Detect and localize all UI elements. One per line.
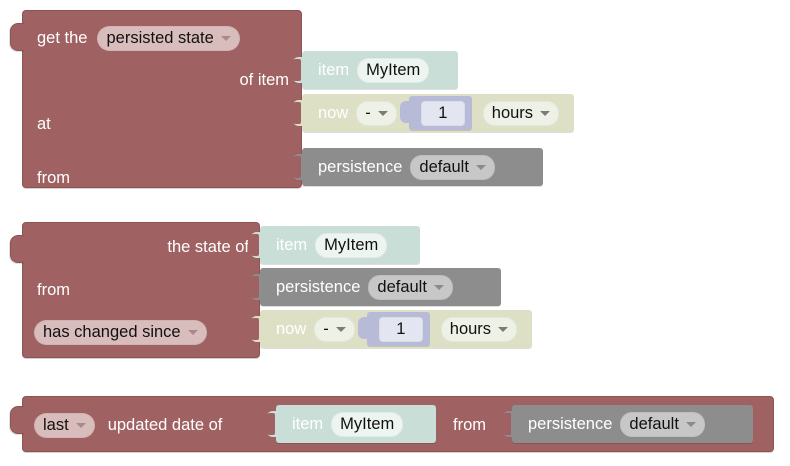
row-label: the state of <box>167 237 249 256</box>
chevron-down-icon <box>685 421 696 427</box>
dropdown-persistence[interactable]: default <box>410 154 495 180</box>
number-field[interactable]: 1 <box>378 316 423 342</box>
block-number-1[interactable]: 1 <box>398 96 472 130</box>
dropdown-last[interactable]: last <box>34 412 95 438</box>
row-from-3: from <box>453 406 486 444</box>
item-name-field[interactable]: MyItem <box>357 57 430 83</box>
block-state-changed-since[interactable]: the state of from has changed since <box>10 222 260 358</box>
row-the-state-of: the state of <box>167 228 249 266</box>
dropdown-unit[interactable]: hours <box>482 100 560 126</box>
dropdown-operator[interactable]: - <box>356 100 397 126</box>
socket-notch <box>500 413 511 435</box>
block-time-2[interactable]: now - 1 hours <box>248 310 532 348</box>
dropdown-persistence[interactable]: default <box>368 274 453 300</box>
persistence-label: persistence <box>318 157 403 176</box>
block-item-3[interactable]: item MyItem <box>264 405 436 443</box>
block-number-2[interactable]: 1 <box>356 312 430 346</box>
item-name-field[interactable]: MyItem <box>331 411 404 437</box>
item-label: item <box>276 235 308 254</box>
output-plug-icon <box>10 23 26 51</box>
dropdown-unit[interactable]: hours <box>440 316 518 342</box>
dropdown-value: hours <box>491 103 534 122</box>
chevron-down-icon <box>220 35 231 41</box>
row-label: at <box>37 114 51 133</box>
dropdown-value: default <box>629 414 679 433</box>
chevron-down-icon <box>498 326 509 332</box>
row-of-item: of item <box>239 61 289 99</box>
dropdown-value: default <box>377 277 427 296</box>
chevron-down-icon <box>475 164 486 170</box>
persistence-label: persistence <box>528 414 613 433</box>
socket-notch <box>248 318 259 340</box>
dropdown-persistence[interactable]: default <box>620 411 705 437</box>
row-label: from <box>37 168 70 187</box>
output-plug-icon <box>10 406 26 434</box>
chevron-down-icon <box>377 110 388 116</box>
chevron-down-icon <box>187 329 198 335</box>
socket-notch <box>290 102 301 124</box>
dropdown-value: has changed since <box>43 322 181 341</box>
persistence-label: persistence <box>276 277 361 296</box>
dropdown-has-changed-since[interactable]: has changed since <box>34 319 207 345</box>
dropdown-value: default <box>419 157 469 176</box>
item-label: item <box>292 414 324 433</box>
chevron-down-icon <box>540 110 551 116</box>
block-persistence-1[interactable]: persistence default <box>290 148 543 186</box>
input-tab-icon <box>357 317 369 339</box>
socket-notch <box>248 234 259 256</box>
socket-notch <box>290 59 301 81</box>
block-persistence-2[interactable]: persistence default <box>248 268 501 306</box>
row-label: get the <box>37 28 88 47</box>
chevron-down-icon <box>335 326 346 332</box>
block-get-persisted-state[interactable]: get the persisted state of item at from <box>10 10 302 188</box>
block-persistence-3[interactable]: persistence default <box>500 405 753 443</box>
row-label-from: from <box>453 415 486 434</box>
dropdown-value: persisted state <box>106 28 214 47</box>
dropdown-operator[interactable]: - <box>314 316 355 342</box>
row-label: updated date of <box>107 415 223 434</box>
row-has-changed-since: has changed since <box>34 313 207 351</box>
item-label: item <box>318 60 350 79</box>
item-name-field[interactable]: MyItem <box>315 232 388 258</box>
dropdown-persisted-state[interactable]: persisted state <box>97 25 240 51</box>
row-get-the: get the persisted state <box>37 19 240 57</box>
number-field[interactable]: 1 <box>420 100 465 126</box>
socket-notch <box>264 413 275 435</box>
row-from-2: from <box>37 271 70 309</box>
block-time-1[interactable]: now - 1 hours <box>290 94 574 132</box>
dropdown-value: last <box>43 415 69 434</box>
now-label: now <box>276 319 307 338</box>
socket-notch <box>248 276 259 298</box>
row-from: from <box>37 159 70 197</box>
block-item-2[interactable]: item MyItem <box>248 226 420 264</box>
output-plug-icon <box>10 235 26 263</box>
dropdown-value: hours <box>449 319 492 338</box>
dropdown-value: - <box>323 319 329 338</box>
input-tab-icon <box>399 101 411 123</box>
dropdown-value: - <box>365 103 371 122</box>
now-label: now <box>318 103 349 122</box>
socket-notch <box>290 156 301 178</box>
chevron-down-icon <box>75 422 86 428</box>
row-at: at <box>37 105 51 143</box>
row-last-updated: last updated date of <box>34 406 222 444</box>
row-label: of item <box>239 70 289 89</box>
chevron-down-icon <box>433 284 444 290</box>
row-label: from <box>37 280 70 299</box>
block-item-1[interactable]: item MyItem <box>290 51 458 89</box>
